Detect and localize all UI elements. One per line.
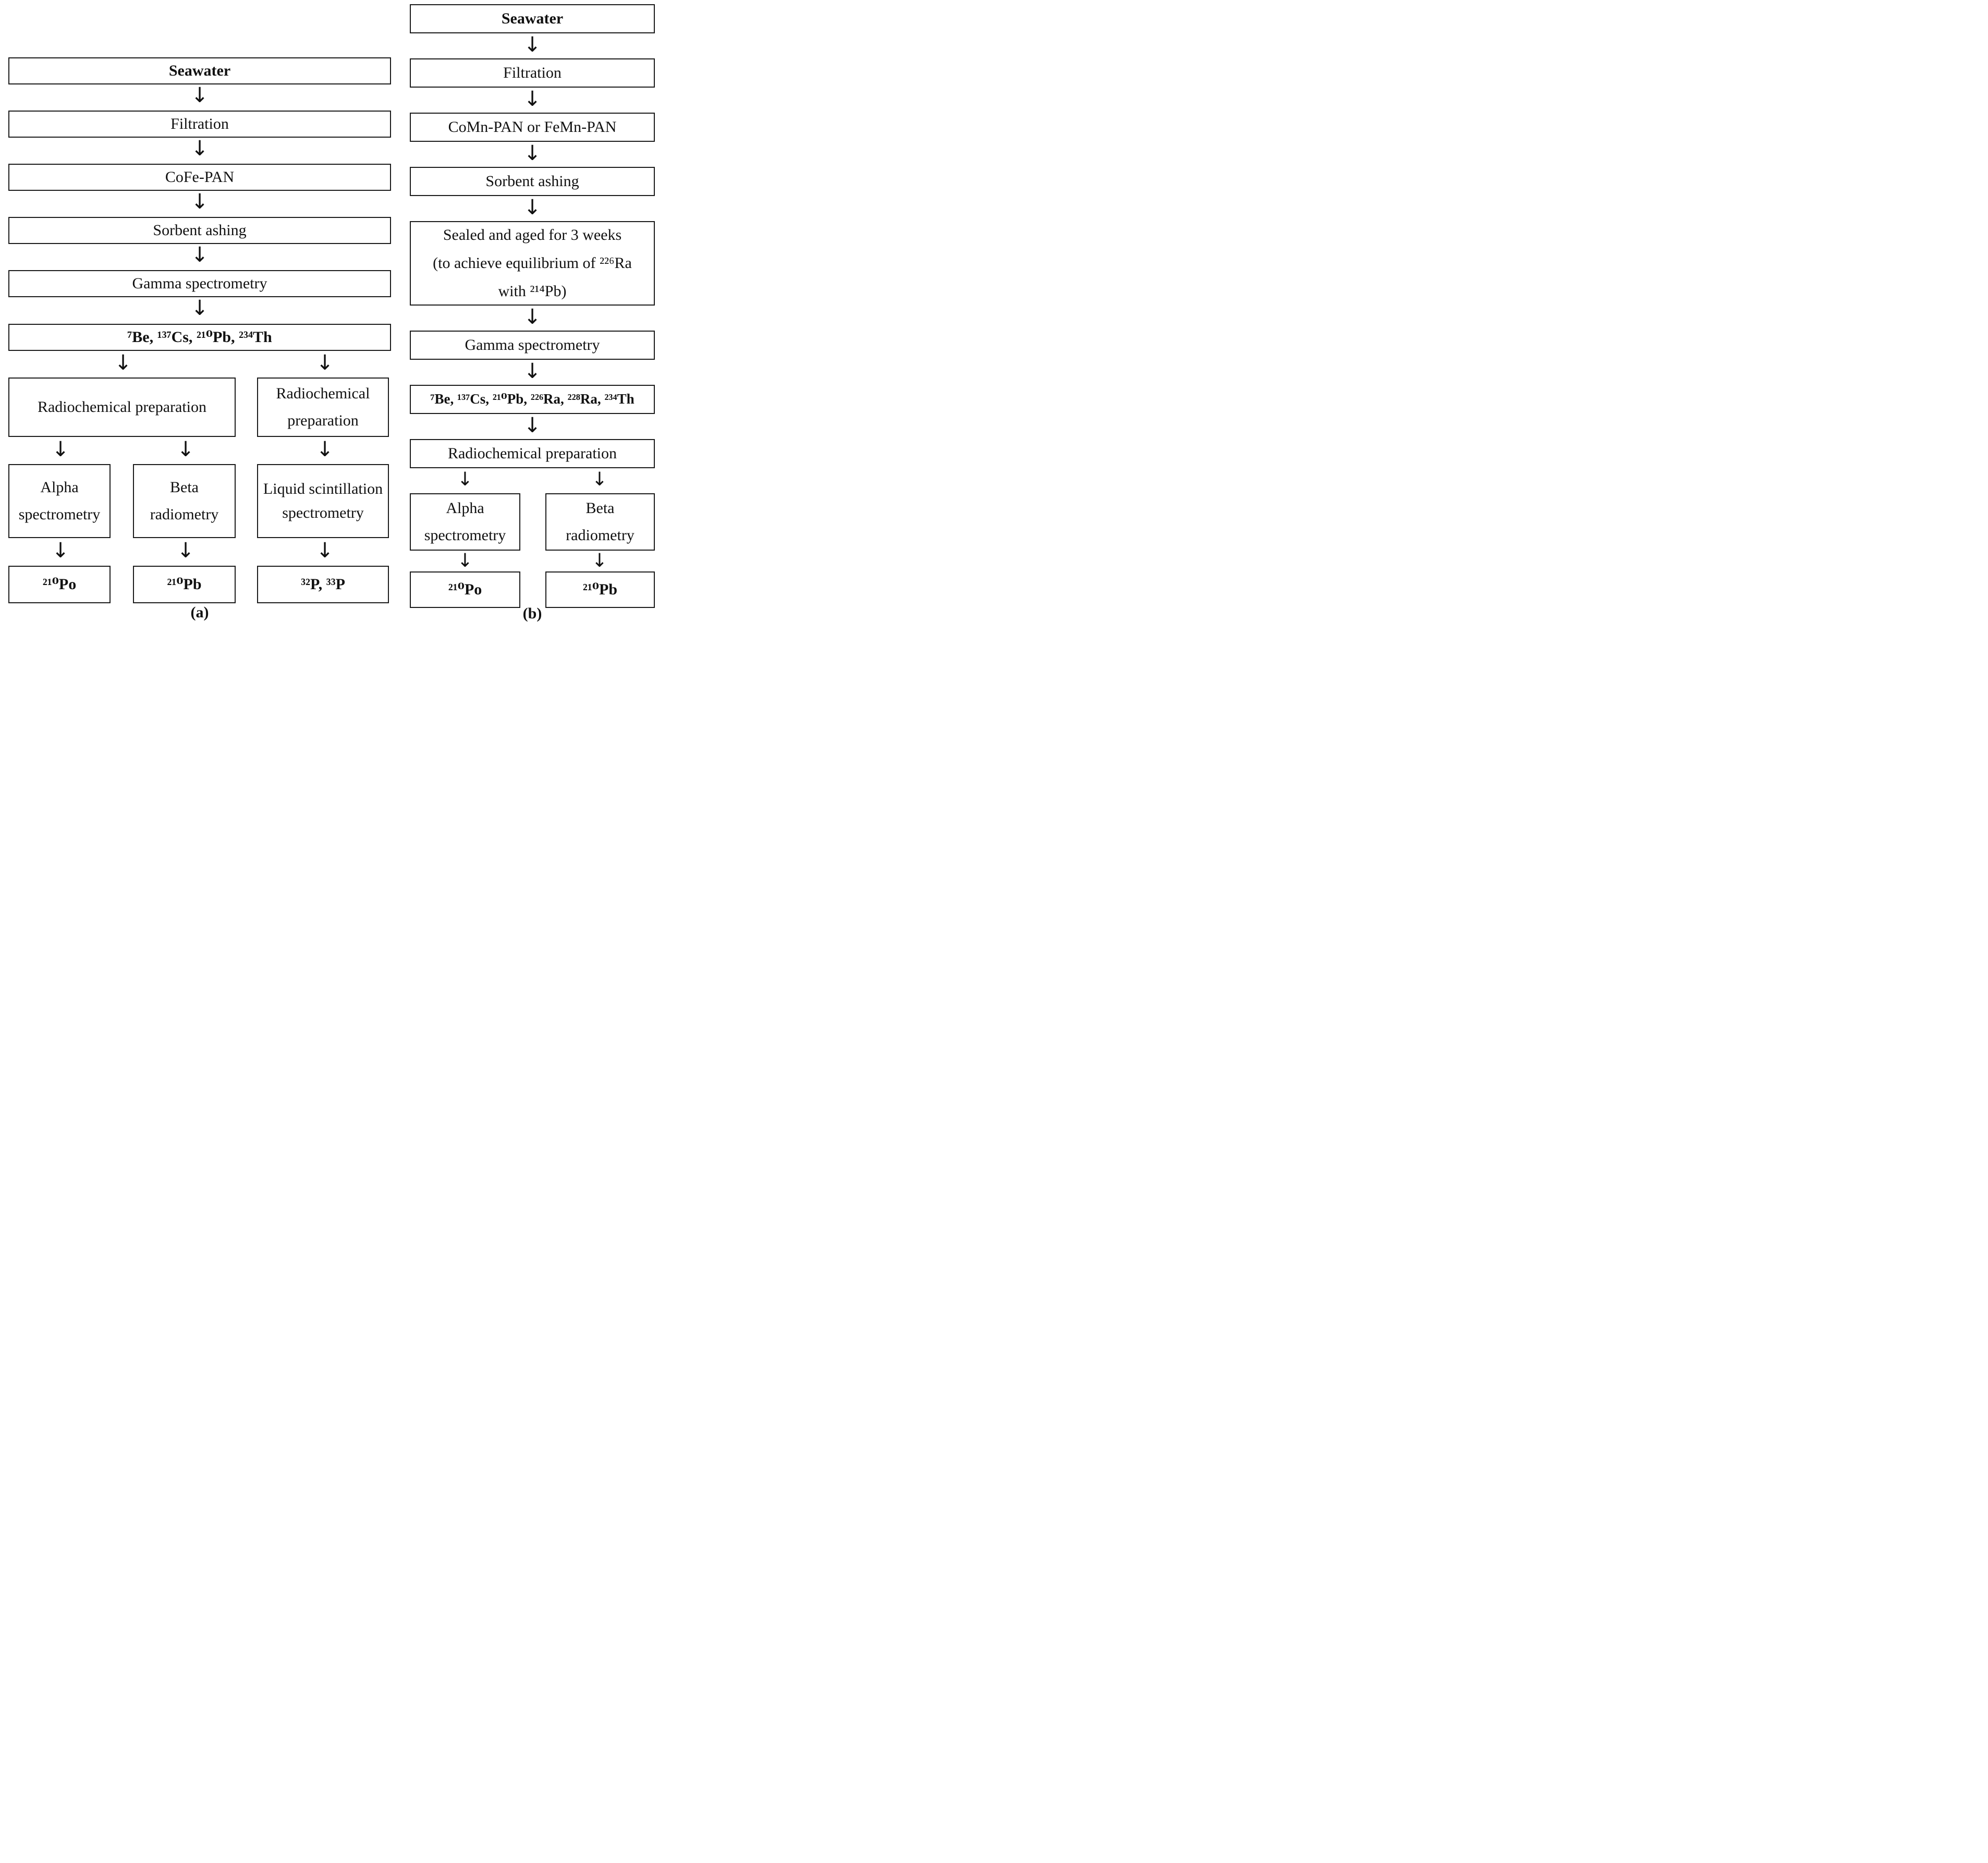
- arrow-down-icon: ↓: [523, 196, 541, 220]
- arrow-down-icon: ↓: [177, 437, 194, 461]
- arrow-down-icon: ↓: [316, 351, 334, 375]
- box-alpha-spectrometry-a: Alpha spectrometry: [8, 464, 111, 538]
- box-radiochemical-preparation-left: Radiochemical preparation: [8, 378, 236, 437]
- box-filtration-a: Filtration: [8, 111, 391, 138]
- box-pb210-b: ²¹⁰Pb: [545, 571, 655, 608]
- box-sorbent-ashing-a: Sorbent ashing: [8, 217, 391, 244]
- sealed-line: Sealed and aged for 3 weeks: [443, 226, 622, 243]
- arrow-down-icon: ↓: [316, 539, 334, 563]
- arrow-down-icon: ↓: [523, 87, 541, 111]
- arrow-down-icon: ↓: [52, 539, 69, 563]
- arrow-down-icon: ↓: [591, 469, 608, 490]
- box-gamma-spectrometry-a: Gamma spectrometry: [8, 270, 391, 297]
- arrow-down-icon: ↓: [191, 296, 209, 320]
- box-filtration-b: Filtration: [410, 58, 655, 88]
- caption-a: (a): [190, 604, 209, 621]
- box-gamma-spectrometry-b: Gamma spectrometry: [410, 331, 655, 360]
- box-p32-p33: ³²P, ³³P: [257, 566, 389, 603]
- box-cofe-pan: CoFe-PAN: [8, 164, 391, 191]
- arrow-down-icon: ↓: [191, 190, 209, 214]
- arrow-down-icon: ↓: [523, 413, 541, 437]
- arrow-down-icon: ↓: [316, 437, 334, 461]
- box-liquid-scintillation-spectrometry: Liquid scintillation spectrometry: [257, 464, 389, 538]
- arrow-down-icon: ↓: [523, 305, 541, 329]
- box-radiochemical-preparation-b: Radiochemical preparation: [410, 439, 655, 468]
- arrow-down-icon: ↓: [114, 351, 132, 375]
- arrow-down-icon: ↓: [591, 550, 608, 571]
- box-alpha-spectrometry-b: Alpha spectrometry: [410, 493, 520, 551]
- arrow-down-icon: ↓: [523, 33, 541, 57]
- box-po210-a: ²¹⁰Po: [8, 566, 111, 603]
- arrow-down-icon: ↓: [177, 539, 194, 563]
- box-sealed-aged: Sealed and aged for 3 weeks (to achieve …: [410, 221, 655, 306]
- box-seawater-b: Seawater: [410, 4, 655, 33]
- arrow-down-icon: ↓: [523, 359, 541, 383]
- box-seawater-a: Seawater: [8, 57, 391, 84]
- figure-flowcharts: Seawater ↓ Filtration ↓ CoFe-PAN ↓ Sorbe…: [0, 0, 663, 622]
- box-sorbent-ashing-b: Sorbent ashing: [410, 167, 655, 196]
- arrow-down-icon: ↓: [191, 137, 209, 161]
- caption-b: (b): [522, 605, 542, 622]
- box-pb210-a: ²¹⁰Pb: [133, 566, 236, 603]
- arrow-down-icon: ↓: [523, 141, 541, 165]
- box-beta-radiometry-b: Beta radiometry: [545, 493, 655, 551]
- box-isotopes-a: ⁷Be, ¹³⁷Cs, ²¹⁰Pb, ²³⁴Th: [8, 324, 391, 351]
- arrow-down-icon: ↓: [191, 243, 209, 267]
- box-isotopes-b: ⁷Be, ¹³⁷Cs, ²¹⁰Pb, ²²⁶Ra, ²²⁸Ra, ²³⁴Th: [410, 385, 655, 414]
- arrow-down-icon: ↓: [191, 83, 209, 107]
- box-comn-femn-pan: CoMn-PAN or FeMn-PAN: [410, 113, 655, 142]
- sealed-line: (to achieve equilibrium of ²²⁶Ra: [433, 254, 632, 272]
- arrow-down-icon: ↓: [52, 437, 69, 461]
- sealed-line: with ²¹⁴Pb): [498, 283, 567, 300]
- arrow-down-icon: ↓: [457, 469, 473, 490]
- arrow-down-icon: ↓: [457, 550, 473, 571]
- box-po210-b: ²¹⁰Po: [410, 571, 520, 608]
- box-beta-radiometry-a: Beta radiometry: [133, 464, 236, 538]
- box-radiochemical-preparation-right: Radiochemical preparation: [257, 378, 389, 437]
